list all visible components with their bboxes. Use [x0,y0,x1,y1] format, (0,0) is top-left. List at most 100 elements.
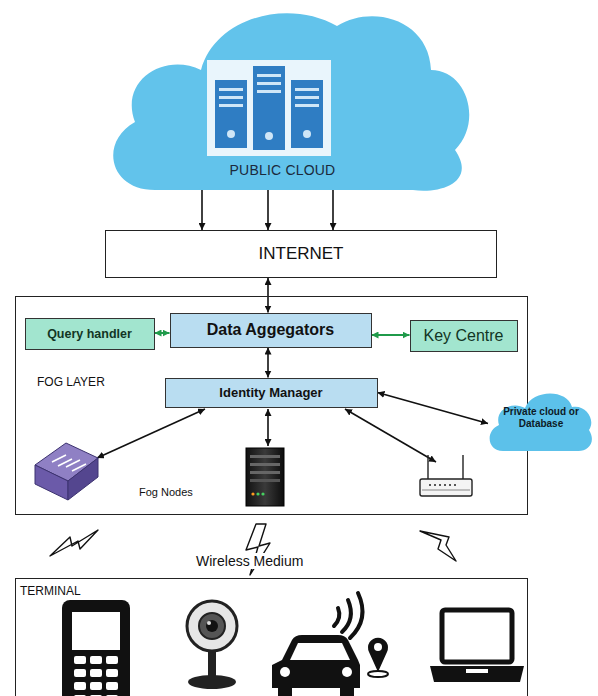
switch-icon-part-part [52,455,66,462]
car-icon-part [342,667,352,677]
server-icon-part [246,448,284,506]
switch-icon-part [52,455,86,471]
router-icon-part [462,455,463,479]
router-icon-part-part [444,484,446,486]
cloud-shape-part [215,80,247,148]
phone-key [106,695,118,696]
node-text: Query handler [47,327,132,341]
node-text: INTERNET [259,244,344,264]
laptop-icon [430,610,524,682]
cloud-shape-part [490,394,592,451]
webcam-icon-part [199,613,225,639]
car-icon-part-part [334,608,339,626]
phone-key [90,682,102,690]
server-icon [246,448,284,506]
webcam-icon [187,601,237,689]
phone-key [106,669,118,677]
phone-icon-part [72,612,120,650]
cloud-shape-part [295,96,319,99]
phone-key [90,656,102,664]
location-pin [368,638,388,677]
phone-key [90,695,102,696]
process-box: Query handler [25,318,155,350]
server-icon-part [250,463,280,466]
car-icon-part [272,635,360,688]
router-icon-part [429,484,456,486]
node-text: FOG LAYER [37,375,105,389]
car-icon-part-part [342,600,351,632]
cloud-shape-part [291,80,323,148]
fog-node-links-part [267,409,269,446]
webcam-icon-part [207,621,211,625]
router-icon-part-part [439,484,441,486]
server-icon-part [251,492,254,495]
cloud-shape-node: Private cloud or Database [485,385,595,455]
phone-icon [62,600,130,696]
car-icon [272,593,363,696]
location-pin-part [374,643,382,651]
cloud-shape-part [219,104,243,107]
phone-key [74,695,86,696]
location-pin-part [368,638,388,672]
node-text: Private cloud or Database [499,406,583,429]
cloud-shape-part [265,132,273,140]
node-text: TERMINAL [20,584,81,598]
node-text: Identity Manager [219,385,322,400]
connector-arrow [372,334,410,336]
cloud-shape-part [257,82,281,85]
car-icon-part [280,667,290,677]
phone-key [74,656,86,664]
server-icon-part [250,479,280,482]
process-box: INTERNET [105,230,497,278]
router-icon-part-part [449,484,451,486]
lightning-bolts-part [420,531,456,561]
server-icon-part [250,471,280,474]
router-icon-part-part [454,484,456,486]
process-box: Identity Manager [165,378,378,408]
cloud-shape-part [303,130,311,138]
phone-key [90,669,102,677]
medium-label: Wireless Medium [194,553,305,569]
webcam-icon-part [187,601,237,651]
cloud-shape-node: PUBLIC CLOUD [95,0,470,192]
switch-icon-part-part [66,460,80,467]
phone-icon-part [74,656,118,696]
router-icon-part-part [434,484,436,486]
phone-key [106,656,118,664]
node-text: Key Centre [423,327,503,345]
cloud-shape-part [227,130,235,138]
connector-arrow [267,348,269,378]
lightning-bolts-part [50,530,98,556]
cloud-shape-part [207,60,331,156]
connector-arrow [378,393,489,424]
router-icon-part [427,455,428,479]
group-label: Fog Nodes [139,486,193,498]
switch-icon [35,443,98,500]
laptop-icon-part [442,610,512,662]
webcam-icon-part [206,620,218,632]
phone-key [74,682,86,690]
phone-icon-part [62,600,130,696]
laptop-icon-part [430,666,524,682]
server-icon-part [250,455,280,458]
server-icon-part [261,492,264,495]
process-box: Key Centre [410,320,518,352]
phone-key [106,682,118,690]
connector-arrow [155,332,170,334]
switch-icon-part [35,465,68,500]
webcam-icon-part [208,650,216,680]
cloud-shape-part [219,88,243,91]
switch-icon-part-part [72,464,86,471]
cloud-shape-part [295,88,319,91]
phone-key [74,669,86,677]
server-icon-part [256,492,259,495]
car-icon-part [290,643,350,660]
cloud-shape-part [295,104,319,107]
layer-region: FOG LAYERQuery handlerData AggegatorsKey… [15,296,528,515]
car-icon-part [278,688,292,696]
car-icon-part [340,688,354,696]
location-pin-part [368,671,388,677]
router-icon-part [420,479,472,496]
car-icon-part-part [350,593,363,638]
fog-node-links-part [345,409,436,462]
